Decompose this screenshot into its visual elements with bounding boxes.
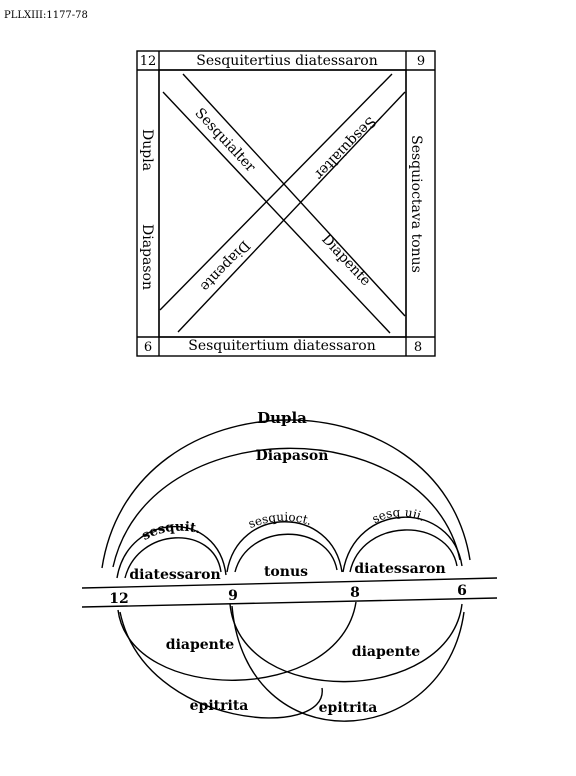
diagonal-band-a-edge bbox=[162, 91, 391, 334]
diapente-left-arc bbox=[117, 601, 357, 681]
number-8: 8 bbox=[350, 585, 360, 601]
diagonal-band-b-edge bbox=[177, 91, 406, 333]
diatessaron-right-label: diatessaron bbox=[354, 561, 445, 577]
epitrita-left-label: epitrita bbox=[190, 698, 249, 714]
left-band-label-lower: Diapason bbox=[139, 224, 155, 290]
left-band-label-upper: Dupla bbox=[139, 129, 155, 171]
dupla-label: Dupla bbox=[257, 409, 307, 427]
square-outer-border bbox=[136, 50, 436, 357]
number-6: 6 bbox=[457, 583, 467, 599]
right-band-label: Sesquioctava tonus bbox=[408, 135, 424, 273]
dupla-arc-outer bbox=[101, 419, 471, 569]
diapente-right-arc bbox=[229, 603, 463, 683]
sesquii-arc-outer bbox=[342, 516, 463, 573]
dupla-arc-inner bbox=[112, 447, 461, 568]
diapente-right-label: diapente bbox=[352, 644, 421, 660]
top-band-label: Sesquitertius diatessaron bbox=[196, 53, 377, 69]
epitrita-left-arc bbox=[119, 611, 323, 719]
tonus-label: tonus bbox=[264, 564, 308, 580]
corner-bottom-right: 8 bbox=[414, 340, 422, 355]
diapason-label: Diapason bbox=[256, 448, 329, 464]
diagonal-a-upper-label: Sesquialter bbox=[191, 105, 258, 175]
corner-bottom-left: 6 bbox=[144, 340, 152, 355]
diagonal-b-lower-label: Diapente bbox=[197, 237, 253, 294]
corner-top-right: 9 bbox=[417, 54, 425, 69]
diagonal-a-lower-label: Diapente bbox=[318, 231, 374, 289]
baseline-top bbox=[81, 577, 498, 589]
diatessaron-left-label: diatessaron bbox=[129, 567, 220, 583]
square-diagram bbox=[136, 50, 436, 357]
number-9: 9 bbox=[228, 588, 238, 604]
diapente-left-label: diapente bbox=[166, 637, 235, 653]
number-12: 12 bbox=[109, 591, 128, 607]
reference-label: PLLXIII:1177-78 bbox=[4, 10, 88, 21]
sesquioct-label: sesquioct. bbox=[246, 510, 313, 531]
diagonal-b-upper-label: Sesquialter bbox=[311, 113, 379, 183]
sesquii-arc-inner bbox=[349, 529, 458, 573]
bottom-band-label: Sesquitertium diatessaron bbox=[188, 338, 376, 354]
square-inner-border bbox=[158, 69, 407, 338]
sesquit-arc-outer bbox=[116, 525, 227, 579]
sesquioct-arc-outer bbox=[226, 521, 343, 573]
arc-diagram bbox=[81, 419, 498, 722]
diagonal-band-a-edge bbox=[182, 73, 406, 317]
baseline-bottom bbox=[81, 597, 498, 608]
corner-top-left: 12 bbox=[140, 54, 157, 69]
epitrita-right-label: epitrita bbox=[319, 700, 378, 716]
sesquii-label: sesq uii. bbox=[370, 505, 427, 526]
sesquit-arc-inner bbox=[124, 537, 222, 579]
epitrita-right-arc bbox=[231, 605, 465, 722]
diagonal-band-b-edge bbox=[159, 73, 393, 311]
sesquioct-arc-inner bbox=[234, 533, 338, 573]
